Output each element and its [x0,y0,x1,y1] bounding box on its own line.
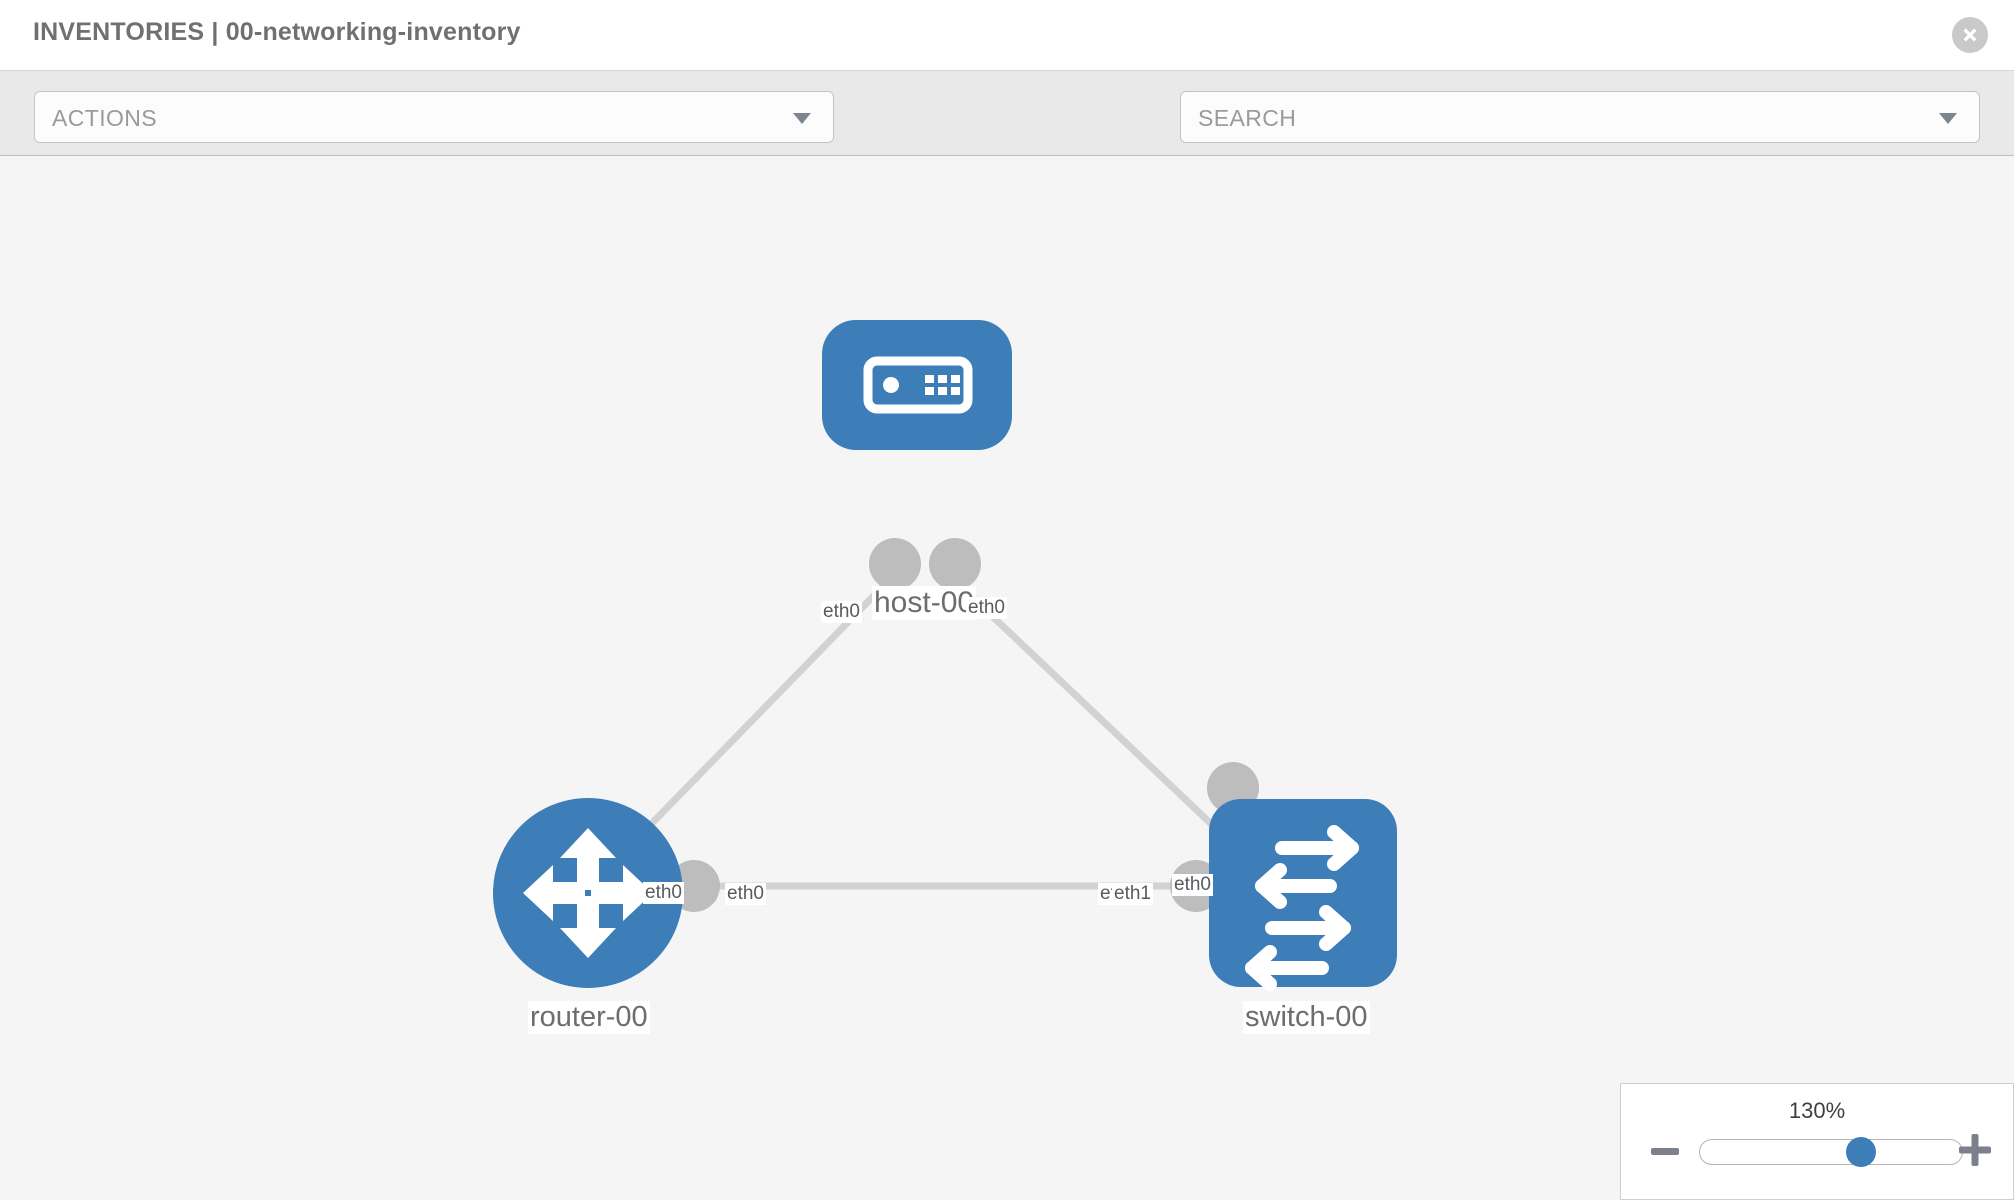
router-arrows-icon [523,828,653,958]
node-label-host-00: host-00 [872,586,977,620]
topology-graph [493,320,1397,991]
iface-label-router-up: eth0 [643,882,684,904]
port-host-left[interactable] [869,538,921,590]
search-placeholder: SEARCH [1198,105,1297,131]
actions-dropdown-label: ACTIONS [52,105,158,131]
iface-label-switch-left: eth1 [1112,883,1153,905]
switch-arrows-icon [1245,825,1359,991]
toolbar: ACTIONS SEARCH [0,71,2014,204]
close-icon[interactable] [1952,17,1988,53]
topology-canvas[interactable]: host-00 router-00 switch-00 eth0 eth0 et… [0,156,2014,1200]
iface-label-router-right: eth0 [725,883,766,905]
minus-icon[interactable] [1649,1136,1681,1168]
zoom-slider[interactable] [1699,1137,1963,1167]
node-router-00[interactable] [493,798,683,988]
node-label-router-00: router-00 [528,1001,650,1034]
actions-dropdown[interactable]: ACTIONS [34,91,834,143]
zoom-slider-thumb[interactable] [1846,1137,1876,1167]
page-title: INVENTORIES | 00-networking-inventory [33,18,521,46]
plus-icon[interactable] [1957,1132,1993,1168]
chevron-down-icon[interactable] [1939,113,1957,124]
iface-label-host-right: eth0 [966,597,1007,619]
node-switch-00[interactable] [1209,799,1397,991]
node-host-00[interactable] [822,320,1012,450]
iface-label-switch-up: eth0 [1172,874,1213,896]
zoom-level-label: 130% [1788,1098,1846,1123]
link-host-switch [946,572,1249,860]
node-label-switch-00: switch-00 [1243,1001,1370,1034]
iface-label-host-left: eth0 [821,601,862,623]
port-host-right[interactable] [929,538,981,590]
search-input[interactable]: SEARCH [1180,91,1980,143]
page-header: INVENTORIES | 00-networking-inventory [0,0,2014,71]
zoom-control-panel: 130% [1620,1083,2014,1200]
server-device-icon [863,356,973,414]
chevron-down-icon [793,113,811,124]
